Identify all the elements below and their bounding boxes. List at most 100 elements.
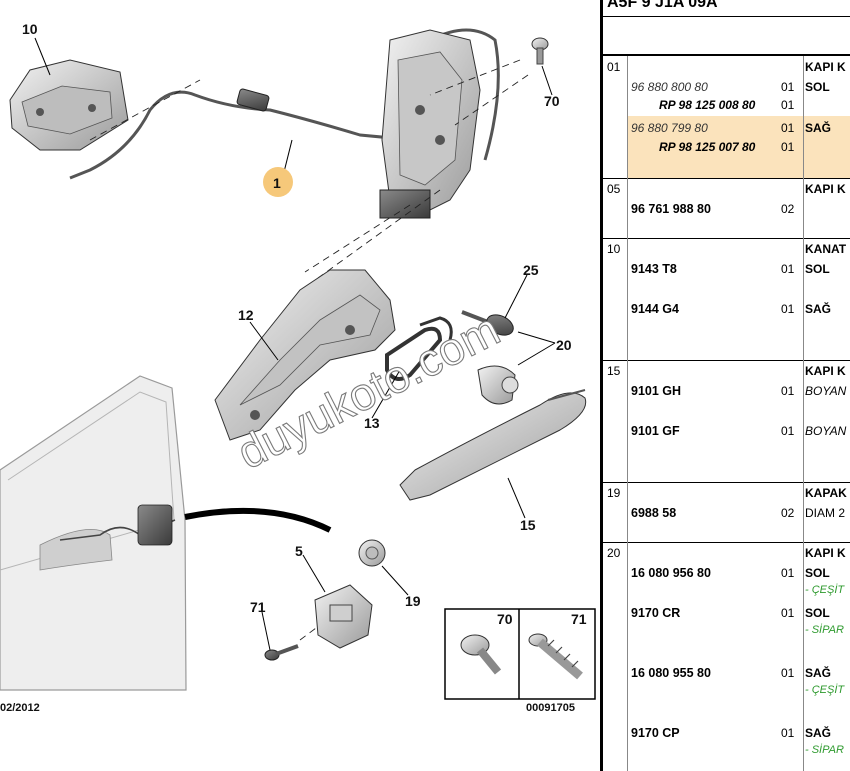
header-rule (603, 16, 850, 17)
description: SOL (805, 566, 830, 580)
part-number: 9101 GF (631, 424, 680, 438)
description: SAĞ (805, 302, 832, 316)
description: SAĞ (805, 726, 832, 740)
part-number: 9101 GH (631, 384, 682, 398)
description: SOL (805, 80, 830, 94)
ref-code: 05 (607, 182, 621, 196)
handle-gaskets (385, 316, 453, 381)
callout-12: 12 (238, 307, 254, 323)
part-number: 6988 58 (631, 506, 677, 520)
description: SAĞ (805, 666, 832, 680)
lock-cable (69, 28, 500, 180)
description: KAPI K (805, 546, 846, 560)
description: SAĞ (805, 121, 832, 135)
door-panel (0, 375, 332, 691)
callout-71: 71 (250, 599, 266, 615)
quantity: 01 (781, 98, 795, 112)
inner-handle-bracket (9, 59, 129, 151)
callout-5: 5 (295, 543, 303, 559)
screws-inset: 70 71 (444, 608, 596, 700)
table-row: 01 96 880 800 80 01 KAPI K RP 98 125 008… (603, 56, 850, 179)
variant-note: - ÇEŞİT (805, 584, 845, 596)
catalog-reference: A5F 9 J1A 09A (607, 0, 718, 11)
column-divider (603, 542, 628, 771)
quantity: 01 (781, 302, 795, 316)
quantity: 01 (781, 80, 795, 94)
description: KANAT (805, 242, 847, 256)
outer-door-handle (399, 389, 587, 501)
column-divider (779, 56, 804, 178)
part-number: RP 98 125 007 80 (659, 140, 756, 154)
table-row: 05 KAPI K 96 761 988 80 02 (603, 178, 850, 239)
part-number: 96 880 799 80 (631, 121, 708, 135)
part-number: 9144 G4 (631, 302, 679, 316)
column-divider (603, 360, 628, 482)
cover-cap (358, 539, 386, 567)
callout-15: 15 (520, 517, 536, 533)
quantity: 01 (781, 384, 795, 398)
callout-13: 13 (364, 415, 380, 431)
table-row: 19 KAPAK 6988 58 02 DIAM 2 (603, 482, 850, 543)
table-row: 10 KANAT 9143 T8 01 SOL 9144 G4 01 SAĞ (603, 238, 850, 361)
quantity: 02 (781, 506, 795, 520)
part-number: 9170 CR (631, 606, 681, 620)
quantity: 01 (781, 262, 795, 276)
callout-10: 10 (22, 21, 38, 37)
exploded-parts-diagram: 10 1 70 12 25 20 13 15 5 19 71 duyukoto.… (0, 21, 596, 714)
callout-19: 19 (405, 593, 421, 609)
column-divider (603, 178, 628, 238)
quantity: 01 (781, 666, 795, 680)
ref-code: 01 (607, 60, 621, 74)
variant-note: - SİPAR (805, 624, 844, 636)
part-number: 9170 CP (631, 726, 680, 740)
quantity: 01 (781, 121, 795, 135)
quantity: 01 (781, 140, 795, 154)
callout-20: 20 (556, 337, 572, 353)
column-divider (603, 238, 628, 360)
callout-1: 1 (273, 175, 281, 191)
parts-table: A5F 9 J1A 09A 01 96 880 800 80 01 KAPI K… (600, 0, 850, 771)
leader-lines (34, 37, 556, 651)
column-divider (779, 238, 804, 360)
row-highlight (628, 116, 850, 178)
ref-code: 10 (607, 242, 621, 256)
document-number: 00091705 (526, 702, 575, 714)
part-number: 9143 T8 (631, 262, 677, 276)
description: DIAM 2 (805, 506, 846, 520)
screw-70 (531, 37, 549, 65)
table-row: 20 KAPI K 16 080 956 80 01 SOL - ÇEŞİT 9… (603, 542, 850, 771)
description: KAPAK (805, 486, 847, 500)
description: KAPI K (805, 364, 846, 378)
part-number: 16 080 955 80 (631, 666, 711, 680)
part-number: RP 98 125 008 80 (659, 98, 756, 112)
column-divider (603, 482, 628, 542)
description: SOL (805, 262, 830, 276)
inset-label-70: 70 (497, 611, 513, 627)
description: KAPI K (805, 182, 846, 196)
screw-71 (264, 644, 299, 661)
callout-badge-1 (263, 167, 293, 197)
assembly-guide-lines (89, 59, 529, 641)
column-divider (779, 542, 804, 771)
quantity: 01 (781, 606, 795, 620)
ref-code: 19 (607, 486, 621, 500)
quantity: 01 (781, 726, 795, 740)
quantity: 02 (781, 202, 795, 216)
table-row: 15 KAPI K 9101 GH 01 BOYAN 9101 GF 01 BO… (603, 360, 850, 483)
door-striker (314, 584, 373, 649)
door-lock-mechanism (379, 29, 481, 219)
column-divider (779, 178, 804, 238)
callout-25: 25 (523, 262, 539, 278)
table-header: A5F 9 J1A 09A (603, 0, 850, 56)
ref-code: 15 (607, 364, 621, 378)
part-number: 96 761 988 80 (631, 202, 711, 216)
column-divider (603, 56, 628, 178)
variant-note: - SİPAR (805, 744, 844, 756)
quantity: 01 (781, 566, 795, 580)
quantity: 01 (781, 424, 795, 438)
inset-label-71: 71 (571, 611, 587, 627)
variant-note: - ÇEŞİT (805, 684, 845, 696)
description: SOL (805, 606, 830, 620)
part-number: 16 080 956 80 (631, 566, 711, 580)
description: KAPI K (805, 60, 846, 74)
